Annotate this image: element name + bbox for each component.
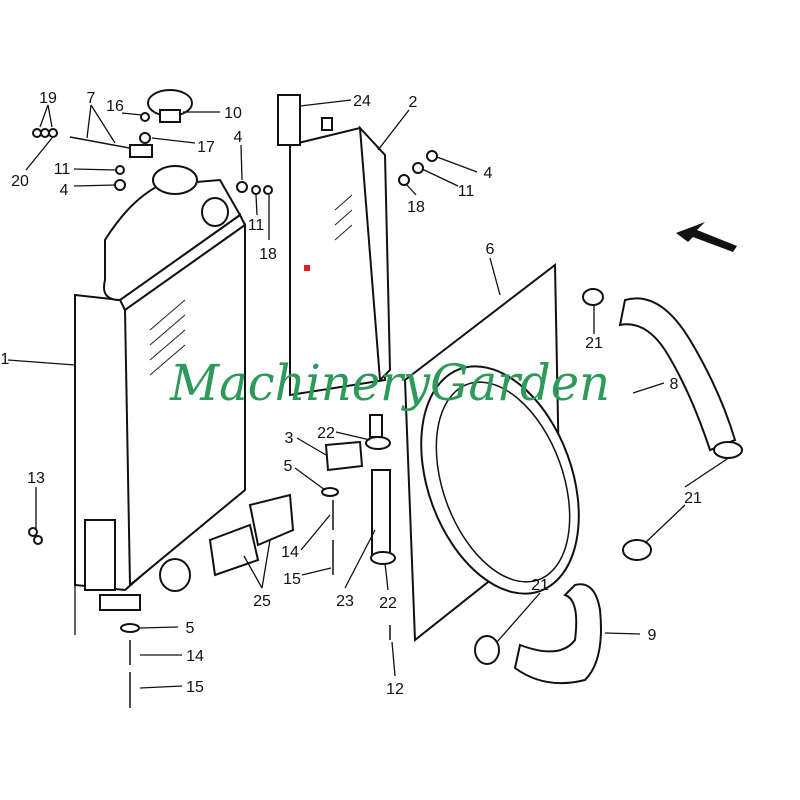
callout-25: 25 [253,593,271,610]
fasteners [28,112,438,708]
callout-4: 4 [234,129,243,146]
watermark: MachineryGarden [169,354,610,412]
callout-18: 18 [407,199,425,216]
callout-11: 11 [248,217,265,234]
callout-22: 22 [317,425,335,442]
callout-11: 11 [458,183,475,200]
upper-hose [618,297,737,452]
callout-16: 16 [106,98,124,115]
callout-10: 10 [224,105,242,122]
callout-14: 14 [281,544,299,561]
callout-24: 24 [353,93,371,110]
lower-hose [513,583,602,685]
callout-9: 9 [648,627,657,644]
callout-22: 22 [379,595,397,612]
callout-12: 12 [386,681,404,698]
callout-21: 21 [531,577,549,594]
callout-13: 13 [27,470,45,487]
callout-4: 4 [484,165,493,182]
callout-3: 3 [285,430,294,447]
callout-11: 11 [54,161,71,178]
callout-15: 15 [283,571,301,588]
callout-labels: 19 7 16 10 17 4 20 11 4 11 18 24 2 4 11 … [1,90,702,698]
callout-6: 6 [486,241,495,258]
callout-21: 21 [585,335,603,352]
callout-14: 14 [186,648,204,665]
callout-20: 20 [11,173,29,190]
hose-23 [371,469,391,561]
callout-4: 4 [60,182,69,199]
callout-1: 1 [1,351,10,368]
callout-17: 17 [197,139,215,156]
callout-5: 5 [284,458,293,475]
fan-shroud [403,263,580,643]
side-panel [277,94,392,397]
callout-19: 19 [39,90,57,107]
radiator-assembly [74,165,247,635]
callout-21: 21 [684,490,702,507]
leader-lines [7,99,731,689]
callout-7: 7 [87,90,96,107]
direction-arrow-icon [676,222,737,252]
red-marker [304,265,310,271]
callout-23: 23 [336,593,354,610]
callout-5: 5 [186,620,195,637]
callout-2: 2 [409,94,418,111]
callout-18: 18 [259,246,277,263]
callout-15: 15 [186,679,204,696]
callout-8: 8 [670,376,679,393]
